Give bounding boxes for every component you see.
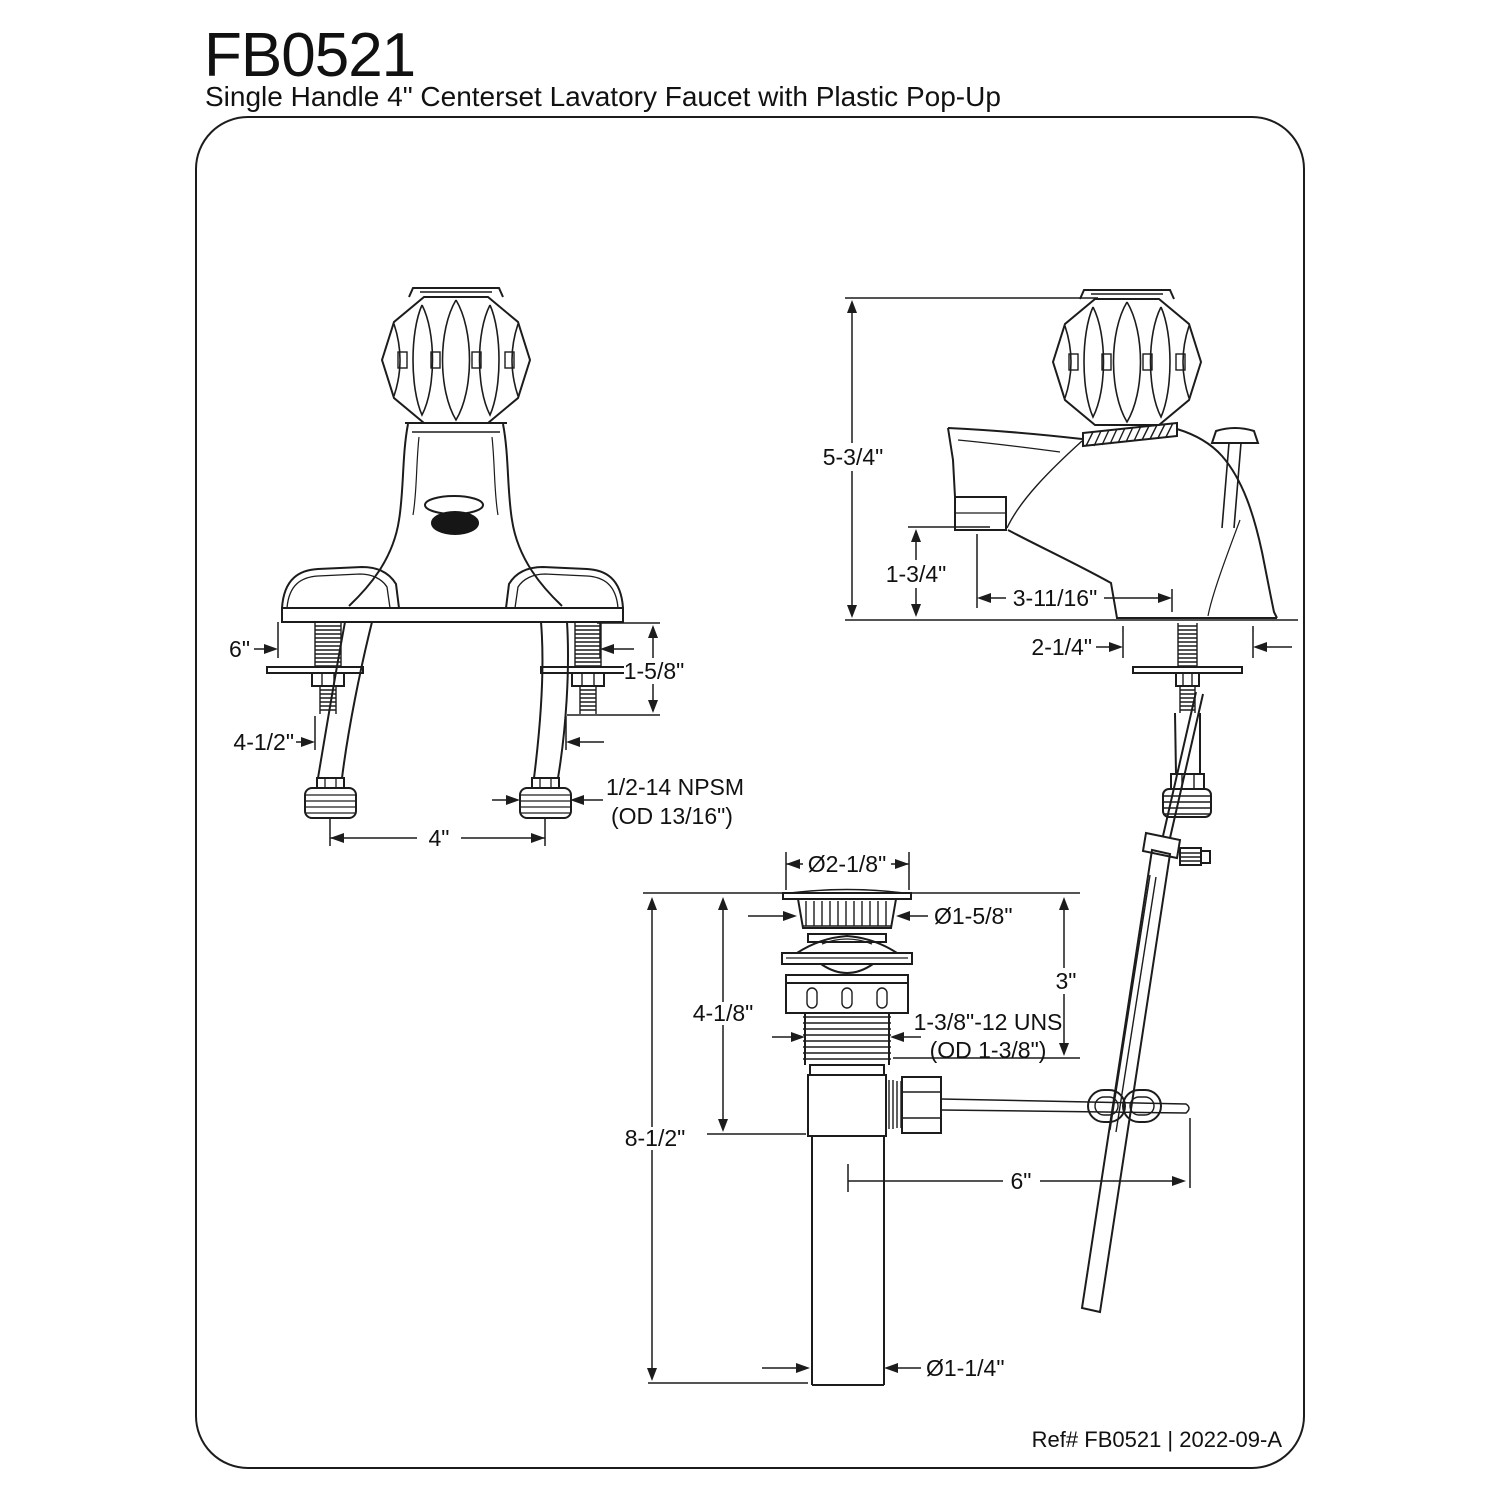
faucet-body-side bbox=[947, 427, 1278, 619]
dim-hole-spread: 4-1/2" bbox=[233, 729, 294, 755]
popup-drain-view: Ø2-1/8" Ø1-5/8" 3" 4-1/8" 8-1/2" 1-3/8" bbox=[618, 851, 1191, 1386]
mounting-shank-side bbox=[1132, 623, 1243, 818]
clevis-strap bbox=[1080, 848, 1172, 1314]
dim-deck-thickness: 1-5/8" bbox=[624, 658, 685, 684]
supply-tubes-front bbox=[304, 621, 572, 819]
side-view-dimensions: 5-3/4" 1-3/4" 3-11/16" 2-1/4" bbox=[818, 297, 1292, 660]
mounting-nut bbox=[311, 672, 345, 687]
dim-upper-height: 3" bbox=[1056, 968, 1077, 994]
popup-linkage bbox=[940, 691, 1211, 1314]
dim-supply-centers: 4" bbox=[429, 825, 450, 851]
knurled-ring bbox=[1082, 421, 1178, 448]
mounting-nut bbox=[571, 672, 605, 687]
drain-tee-body bbox=[807, 1074, 942, 1137]
rod-coupling-nut bbox=[901, 1076, 942, 1134]
dim-supply-thread-1: 1/2-14 NPSM bbox=[606, 774, 744, 800]
crystal-ball-handle-front bbox=[380, 287, 532, 424]
page-subtitle: Single Handle 4" Centerset Lavatory Fauc… bbox=[205, 81, 1001, 112]
deck-plate bbox=[281, 607, 624, 623]
page-title: FB0521 bbox=[204, 21, 415, 90]
side-view: 5-3/4" 1-3/4" 3-11/16" 2-1/4" bbox=[818, 289, 1298, 1314]
crystal-ball-handle-side bbox=[1051, 289, 1203, 426]
drain-tailpiece bbox=[811, 1136, 885, 1386]
dim-base-depth: 2-1/4" bbox=[1031, 634, 1092, 660]
spring-clip bbox=[1087, 1089, 1126, 1123]
faucet-body-front bbox=[348, 422, 563, 607]
dim-grid-diameter: Ø1-5/8" bbox=[934, 903, 1012, 929]
mounting-shanks-front bbox=[266, 623, 638, 714]
dim-overall-height: 5-3/4" bbox=[823, 444, 884, 470]
popup-rod bbox=[1162, 691, 1204, 839]
drain-dimensions: Ø2-1/8" Ø1-5/8" 3" 4-1/8" 8-1/2" 1-3/8" bbox=[618, 851, 1191, 1384]
dim-tailpiece-diameter: Ø1-1/4" bbox=[926, 1355, 1004, 1381]
dim-rod-length: 6" bbox=[1011, 1168, 1032, 1194]
dim-supply-thread-2: (OD 13/16") bbox=[611, 803, 733, 829]
lift-rod bbox=[1210, 427, 1260, 529]
dim-deck-width: 6" bbox=[229, 636, 250, 662]
ball-rod bbox=[940, 1098, 1190, 1114]
front-view: 6" 1-5/8" 4-1/2" 4" 1/2-14 NPSM (OD 13/1… bbox=[229, 287, 744, 851]
deck-front bbox=[281, 565, 624, 623]
dim-flange-diameter: Ø2-1/8" bbox=[808, 851, 886, 877]
reference-number: Ref# FB0521 | 2022-09-A bbox=[1032, 1427, 1283, 1452]
drain-locknut bbox=[785, 982, 909, 1014]
sheet-border bbox=[195, 116, 1305, 1469]
dim-thread-spec-1: 1-3/8"-12 UNS bbox=[914, 1009, 1063, 1035]
front-view-dimensions: 6" 1-5/8" 4-1/2" 4" 1/2-14 NPSM (OD 13/1… bbox=[229, 622, 744, 851]
dim-spout-reach: 3-11/16" bbox=[1013, 585, 1097, 611]
dim-overall-drain-height: 8-1/2" bbox=[625, 1125, 686, 1151]
drain-ball-assembly bbox=[781, 934, 913, 1014]
drain-threads bbox=[803, 1013, 891, 1076]
hose-connector bbox=[1162, 788, 1212, 818]
dim-spout-height: 1-3/4" bbox=[886, 561, 947, 587]
dim-body-height: 4-1/8" bbox=[693, 1000, 754, 1026]
dim-thread-spec-2: (OD 1-3/8") bbox=[930, 1037, 1047, 1063]
aerator-icon bbox=[431, 511, 479, 535]
drain-flange bbox=[782, 888, 912, 943]
